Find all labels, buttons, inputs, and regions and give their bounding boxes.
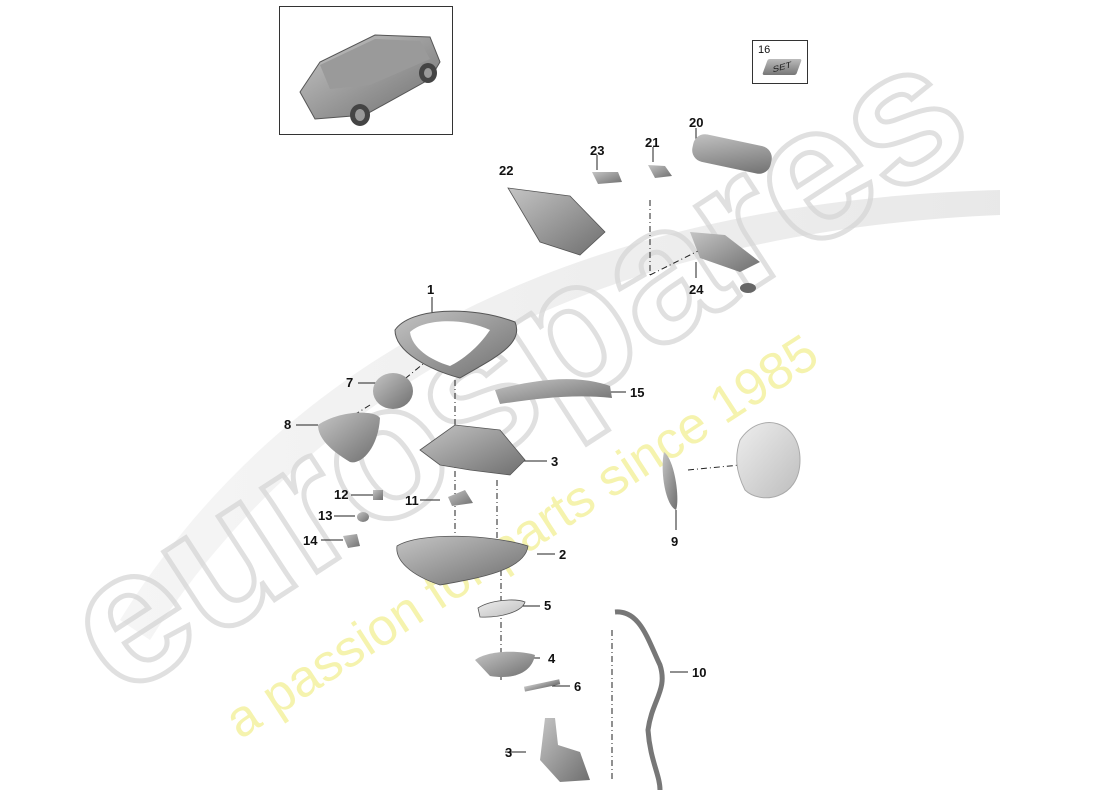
- part-10-shape: [614, 609, 665, 791]
- part-13-shape: [357, 512, 369, 522]
- callout-23[interactable]: 23: [590, 143, 605, 158]
- callout-22[interactable]: 22: [499, 163, 514, 178]
- callout-3-upper[interactable]: 3: [551, 454, 559, 469]
- part-6-shape: [523, 679, 561, 692]
- callout-6[interactable]: 6: [574, 679, 582, 694]
- part-22-shape: [507, 187, 606, 256]
- callout-3-lower[interactable]: 3: [505, 745, 513, 760]
- callout-13[interactable]: 13: [318, 508, 333, 523]
- part-21-shape: [648, 165, 672, 178]
- part-3b-shape: [540, 718, 590, 782]
- set-number: 16: [758, 44, 771, 56]
- callout-10[interactable]: 10: [692, 665, 707, 680]
- part-8-shape: [318, 412, 380, 463]
- mirror-shell-shape: [736, 422, 801, 499]
- part-15-shape: [495, 379, 612, 404]
- part-20-shape: [692, 134, 772, 174]
- part-24-shape: [690, 232, 760, 272]
- callout-2[interactable]: 2: [559, 547, 567, 562]
- set-box[interactable]: 16 SET: [752, 40, 808, 84]
- part-12-shape: [373, 490, 383, 500]
- part-4-shape: [475, 651, 535, 678]
- part-14-shape: [343, 534, 360, 548]
- callout-4[interactable]: 4: [548, 651, 556, 666]
- callout-7[interactable]: 7: [346, 375, 354, 390]
- callout-8[interactable]: 8: [284, 417, 292, 432]
- callout-12[interactable]: 12: [334, 487, 349, 502]
- part-2-shape: [396, 535, 529, 586]
- callout-14[interactable]: 14: [303, 533, 318, 548]
- callout-15[interactable]: 15: [630, 385, 645, 400]
- callout-5[interactable]: 5: [544, 598, 552, 613]
- callout-24[interactable]: 24: [689, 282, 704, 297]
- callout-11[interactable]: 11: [405, 493, 419, 508]
- callout-21[interactable]: 21: [645, 135, 660, 150]
- part-7-shape: [373, 373, 413, 409]
- callout-9[interactable]: 9: [671, 534, 679, 549]
- part-3-shape: [419, 424, 526, 476]
- callout-20[interactable]: 20: [689, 115, 704, 130]
- part-5-shape: [477, 599, 526, 618]
- callout-1[interactable]: 1: [427, 282, 435, 297]
- vehicle-thumbnail: [279, 6, 453, 135]
- car-icon: [299, 34, 441, 126]
- part-23-shape: [592, 172, 622, 184]
- part-9-shape: [662, 452, 678, 510]
- part-11-shape: [448, 490, 473, 506]
